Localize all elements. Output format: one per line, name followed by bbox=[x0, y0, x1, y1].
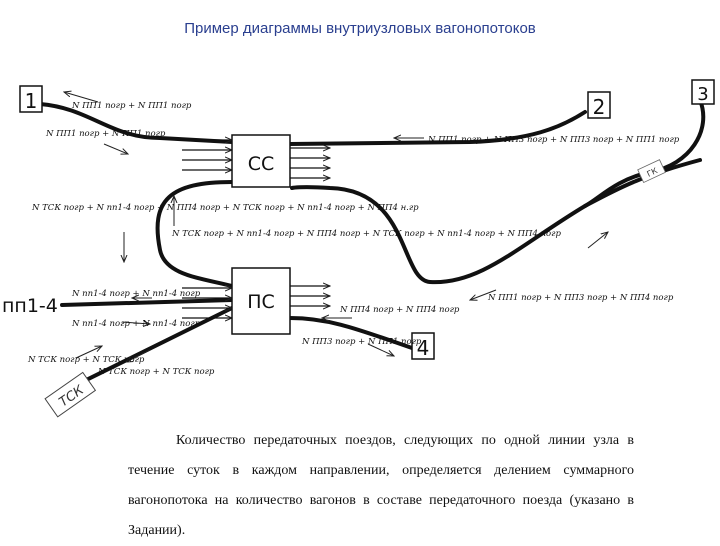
flow-label: N ТСК погр + N пп1-4 погр + N ПП4 погр +… bbox=[31, 203, 419, 213]
station-3-label: 3 bbox=[697, 84, 708, 105]
flow-arrow bbox=[587, 232, 608, 249]
yard-cc-box bbox=[231, 134, 291, 188]
flow-arrow bbox=[75, 346, 102, 359]
yard-pc-label: ПС bbox=[247, 291, 275, 313]
track-tsk-pc bbox=[68, 306, 234, 390]
description-text: Количество передаточных поездов, следующ… bbox=[128, 426, 634, 546]
station-1-box bbox=[19, 85, 43, 113]
station-4-label: 4 bbox=[417, 336, 430, 360]
tsk-tag: ТСК bbox=[44, 371, 97, 418]
flow-label: N пп1-4 погр + N пп1-4 погр bbox=[71, 319, 201, 329]
station-4-box bbox=[411, 332, 435, 360]
flow-arrow bbox=[126, 349, 151, 362]
station-2-box bbox=[587, 91, 611, 119]
gk-tag-label: ГК bbox=[646, 166, 660, 179]
track-cc-pc-link bbox=[155, 180, 234, 288]
flow-label: N ПП4 погр + N ПП4 погр bbox=[339, 305, 460, 315]
flow-arrow bbox=[470, 289, 497, 300]
flow-label: N ТСК погр + N ТСК погр bbox=[97, 367, 215, 377]
yard-pc-box bbox=[231, 267, 291, 335]
flow-label: N пп1-4 погр + N пп1-4 погр bbox=[71, 289, 201, 299]
flow-arrow bbox=[121, 322, 150, 324]
pp-branch-label: пп1-4 bbox=[2, 295, 58, 317]
flow-label: N ПП1 погр + N ПП1 погр bbox=[45, 129, 166, 139]
track-pc-4 bbox=[288, 316, 414, 350]
flow-arrow bbox=[64, 92, 99, 103]
flow-label: N ПП1 погр + N ПП3 погр + N ПП4 погр bbox=[487, 293, 674, 303]
yard-lead-lines bbox=[182, 140, 330, 318]
track-upper-spur bbox=[583, 158, 702, 208]
description-paragraph: Количество передаточных поездов, следующ… bbox=[128, 433, 634, 538]
flow-label: N ПП1 погр + N ПП3 погр + N ПП3 погр + N… bbox=[427, 135, 680, 145]
station-3-box bbox=[691, 79, 715, 105]
flow-label: N ПП1 погр + N ПП1 погр bbox=[71, 101, 192, 111]
track-cc-2 bbox=[288, 110, 587, 146]
station-1-label: 1 bbox=[25, 89, 38, 113]
flow-label: N ТСК погр + N ТСК погр bbox=[27, 355, 145, 365]
track-1-cc bbox=[38, 102, 234, 144]
gk-tag: ГК bbox=[637, 159, 666, 184]
station-2-label: 2 bbox=[593, 95, 606, 119]
yard-cc-label: СС bbox=[248, 153, 275, 175]
track-pp-pc bbox=[60, 298, 234, 307]
track-loop-pc bbox=[290, 185, 587, 285]
flow-label: N ПП3 погр + N ПП1 погр bbox=[301, 337, 422, 347]
flow-label: N ТСК погр + N пп1-4 погр + N ПП4 погр +… bbox=[171, 229, 561, 239]
flow-arrow bbox=[103, 143, 128, 154]
flow-arrow bbox=[367, 343, 394, 356]
page-title: Пример диаграммы внутриузловых вагонопот… bbox=[184, 20, 536, 37]
